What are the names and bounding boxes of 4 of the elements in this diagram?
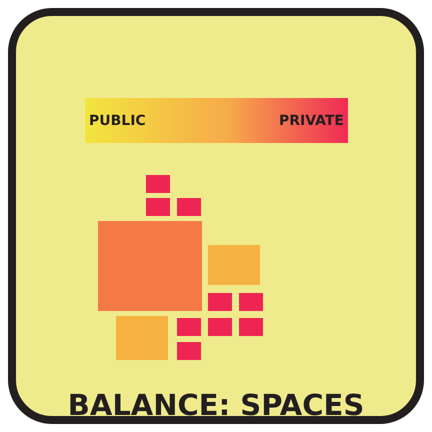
scale-label: PRIVATE: [279, 112, 344, 128]
scale-label: PUBLIC: [89, 112, 146, 128]
gradient-scale-bar: [85, 98, 348, 143]
title: BALANCE: SPACES: [66, 388, 366, 422]
